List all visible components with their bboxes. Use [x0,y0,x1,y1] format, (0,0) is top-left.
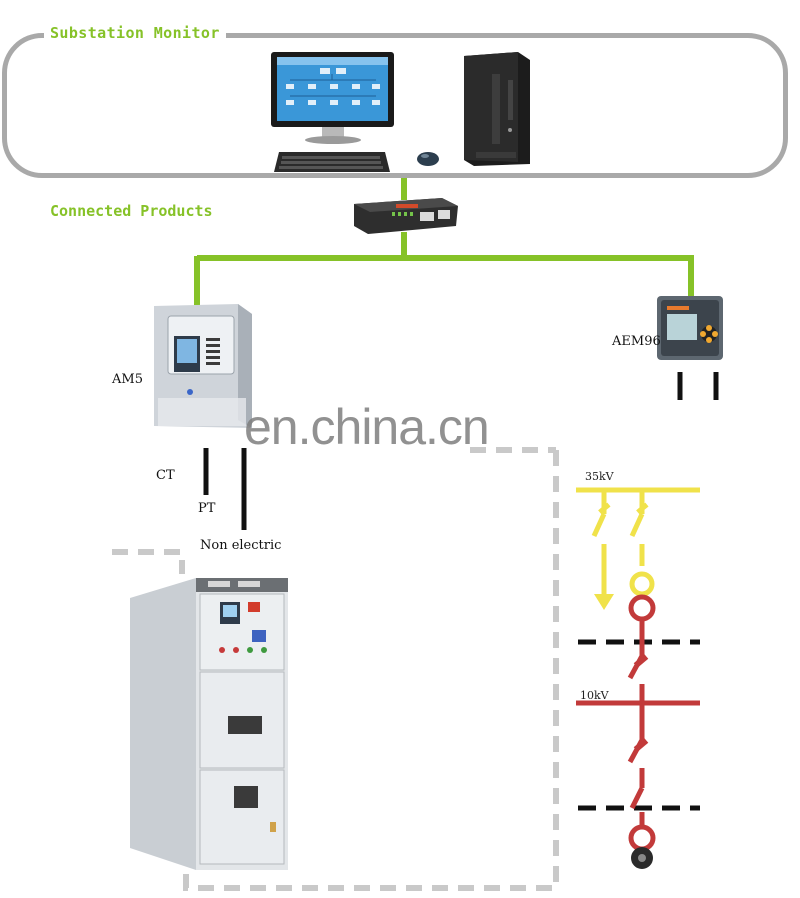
keyboard-icon [274,152,390,172]
pt-label: PT [198,501,216,516]
watermark-logo: en.china.cn [244,399,490,455]
ct-label: CT [156,468,175,483]
am5-relay-device [154,304,252,428]
aem96-meter-device [657,296,723,360]
single-line-35kv [576,487,700,610]
substation-monitor-frame [2,33,788,178]
mouse-icon [417,152,439,166]
non-electric-label: Non electric [200,538,282,553]
am5-label: AM5 [112,372,143,387]
aem96-label: AEM96 [612,334,661,349]
computer-monitor-icon [271,52,394,144]
single-line-10kv [576,594,700,869]
voltage-10kv-label: 10kV [580,689,609,702]
computer-tower-icon [464,52,530,166]
switchgear-cabinet [130,578,288,870]
gateway-device-icon [354,198,458,234]
connected-products-title: Connected Products [50,202,213,220]
voltage-35kv-label: 35kV [585,470,614,483]
substation-monitor-title: Substation Monitor [44,24,226,42]
